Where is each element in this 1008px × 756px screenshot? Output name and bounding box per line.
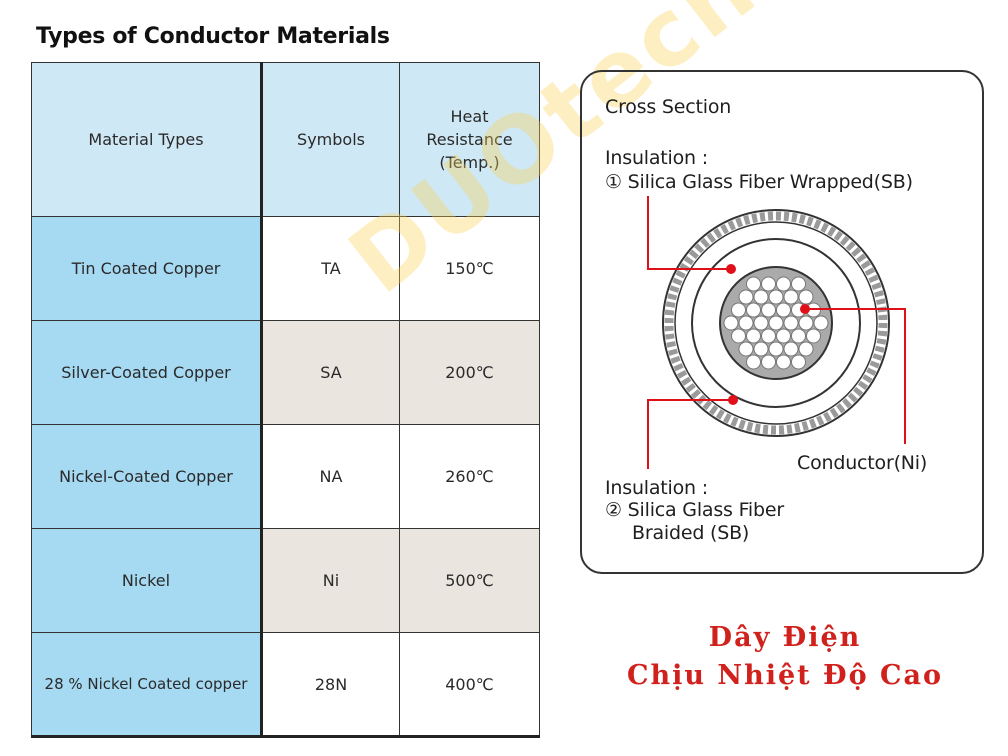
leader-conductor	[805, 308, 906, 444]
material-cell: Tin Coated Copper	[31, 216, 263, 321]
conductor-strand	[746, 354, 761, 370]
table-row: Silver-Coated Copper SA 200℃	[31, 320, 540, 425]
conductor-strand	[738, 289, 754, 305]
conductor-strand	[731, 328, 746, 344]
leader-lines	[647, 196, 906, 469]
material-cell: Silver-Coated Copper	[31, 320, 263, 425]
conductor-strand	[768, 289, 784, 305]
braid-pattern-ring	[664, 211, 888, 435]
temp-cell: 400℃	[399, 632, 540, 738]
conductor-strand	[791, 276, 806, 292]
conductor-label: Conductor(Ni)	[797, 452, 928, 474]
conductor-strand	[746, 276, 761, 292]
conductor-strand	[738, 341, 754, 357]
symbol-cell: SA	[261, 320, 400, 425]
conductor-strand	[813, 315, 829, 331]
conductor-strand	[768, 341, 784, 357]
dot-conductor	[800, 304, 810, 314]
conductor-strand	[798, 289, 814, 305]
cross-section-heading: Cross Section	[605, 96, 732, 118]
conductor-strand	[753, 315, 769, 331]
conductor-strand	[791, 354, 806, 370]
conductor-strand	[783, 341, 799, 357]
cross-section-panel	[580, 70, 984, 574]
conductor-strand	[753, 289, 769, 305]
table-row: Tin Coated Copper TA 150℃	[31, 216, 540, 321]
table-row: Nickel Ni 500℃	[31, 528, 540, 633]
conductor-strands	[723, 276, 829, 370]
conductor-strand	[783, 289, 799, 305]
conductor-strand	[776, 276, 791, 292]
header-heat-resistance-text: Heat Resistance (Temp.)	[426, 107, 513, 172]
symbol-cell: TA	[261, 216, 400, 321]
page-title: Types of Conductor Materials	[36, 24, 390, 49]
leader-insulation-1	[647, 196, 731, 270]
material-cell: 28 % Nickel Coated copper	[31, 632, 263, 738]
conductor-strand	[738, 315, 754, 331]
insulation-2-description-line-2: Braided (SB)	[632, 522, 750, 544]
conductor-strand	[761, 302, 776, 318]
product-title-line-1: Dây Điện	[708, 622, 862, 653]
symbol-cell: Ni	[261, 528, 400, 633]
header-heat-resistance: Heat Resistance (Temp.)	[399, 62, 540, 217]
leader-dots	[726, 264, 810, 405]
conductor-materials-table: Material Types Symbols Heat Resistance (…	[31, 62, 540, 738]
conductor-strand	[798, 341, 814, 357]
header-symbols: Symbols	[261, 62, 400, 217]
insulation-1-label: Insulation :	[605, 147, 708, 169]
conductor-strand	[761, 354, 776, 370]
product-title-line-2: Chịu Nhiệt Độ Cao	[626, 660, 944, 691]
conductor-strand	[791, 328, 806, 344]
conductor-strand	[776, 328, 791, 344]
temp-cell: 150℃	[399, 216, 540, 321]
conductor-strand	[776, 354, 791, 370]
insulation-2-label: Insulation :	[605, 477, 708, 499]
material-cell: Nickel-Coated Copper	[31, 424, 263, 529]
conductor-strand	[753, 341, 769, 357]
conductor-strand	[783, 315, 799, 331]
insulation-2-description-line-1: ② Silica Glass Fiber	[605, 499, 784, 521]
conductor-strand	[776, 302, 791, 318]
conductor-strand	[798, 315, 814, 331]
conductor-strand	[806, 328, 821, 344]
symbol-cell: NA	[261, 424, 400, 529]
cable-drawing	[662, 209, 890, 437]
conductor-strand	[723, 315, 739, 331]
conductor-strand	[761, 276, 776, 292]
table-row: 28 % Nickel Coated copper 28N 400℃	[31, 632, 540, 738]
symbol-cell: 28N	[261, 632, 400, 738]
temp-cell: 200℃	[399, 320, 540, 425]
conductor-strand	[746, 302, 761, 318]
braid-inner-edge	[674, 221, 878, 425]
table-header-row: Material Types Symbols Heat Resistance (…	[31, 62, 540, 217]
conductor-strand	[768, 315, 784, 331]
insulation-1-description: ① Silica Glass Fiber Wrapped(SB)	[605, 171, 913, 193]
leader-insulation-2	[647, 399, 733, 469]
conductor-strand	[746, 328, 761, 344]
material-cell: Nickel	[31, 528, 263, 633]
dot-insulation-1	[726, 264, 736, 274]
temp-cell: 260℃	[399, 424, 540, 529]
conductor-strand	[761, 328, 776, 344]
temp-cell: 500℃	[399, 528, 540, 633]
table-row: Nickel-Coated Copper NA 260℃	[31, 424, 540, 529]
dot-insulation-2	[728, 395, 738, 405]
conductor-strand	[731, 302, 746, 318]
header-material-types: Material Types	[31, 62, 263, 217]
